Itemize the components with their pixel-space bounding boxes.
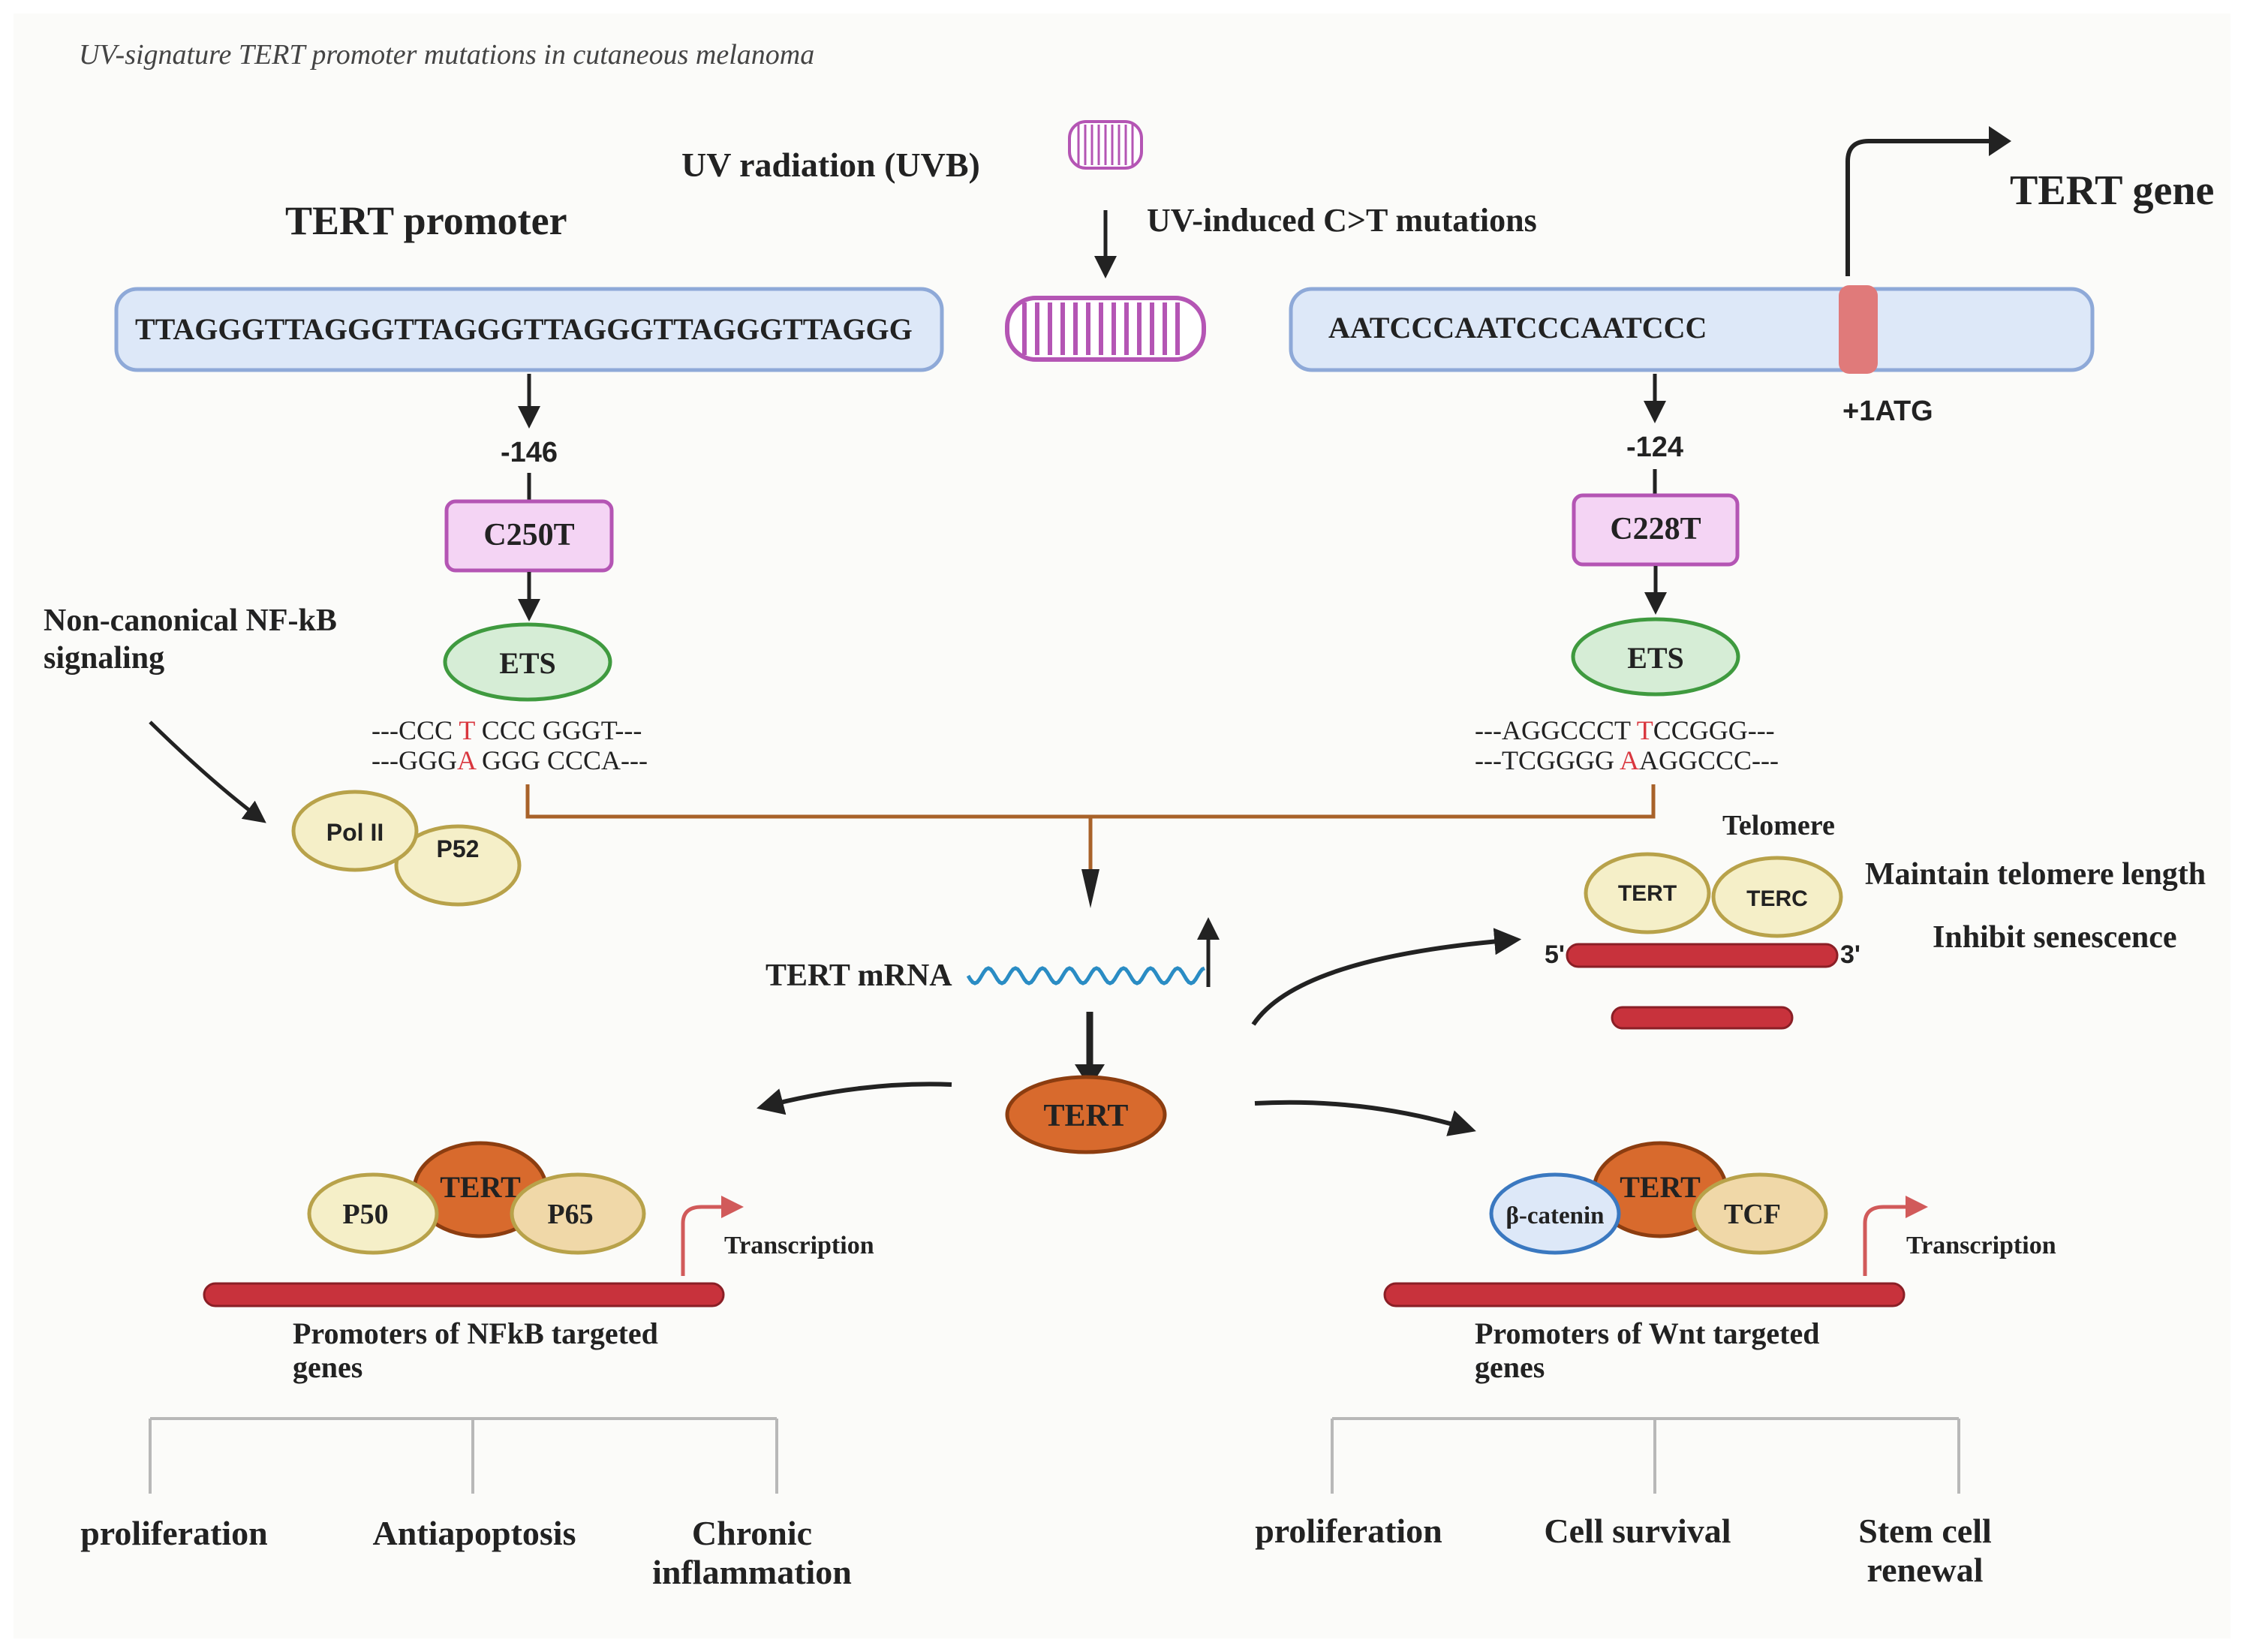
nfkb-outcome-antiapoptosis: Antiapoptosis (373, 1514, 576, 1552)
right-mutation-box (1572, 493, 1740, 567)
five-prime-label: 5' (1545, 940, 1565, 969)
telomere-title: Telomere (1722, 810, 1835, 841)
right-mutation: C228T (1610, 512, 1701, 546)
p52-ellipse (394, 824, 522, 907)
telomere-terc-label: TERC (1746, 886, 1808, 911)
merge-arrowhead (1081, 869, 1099, 908)
telomere-tert (1584, 852, 1711, 934)
arrow-to-telomere (1251, 928, 1522, 1026)
left-seq-top: ---CCC T CCC GGGT--- (371, 715, 642, 745)
mrna-wave (966, 966, 1205, 985)
nfkb-signaling-line1: Non-canonical NF-kB (44, 603, 337, 638)
gene-sequence: AATCCCAATCCCAATCCC (1328, 311, 1707, 345)
nfkb-arrow (149, 721, 266, 823)
arrow-to-nfkb (757, 1082, 952, 1115)
wnt-promoters-line1: Promoters of Wnt targeted (1475, 1316, 1820, 1350)
arrow-to-wnt (1254, 1100, 1476, 1136)
right-seq-top: ---AGGCCCT TCCGGG--- (1475, 715, 1775, 745)
three-prime-label: 3' (1840, 940, 1860, 969)
left-position: -146 (501, 437, 558, 468)
nfkb-promoters-line2: genes (293, 1350, 362, 1384)
uv-mutations-label: UV-induced C>T mutations (1147, 202, 1537, 239)
telomere-effect-1: Maintain telomere length (1865, 857, 2206, 892)
wnt-outcome-cell-survival: Cell survival (1544, 1512, 1731, 1550)
tcf-ellipse (1692, 1172, 1828, 1255)
promoter-sequence-box (114, 287, 944, 372)
promoter-title: TERT promoter (285, 198, 567, 243)
telomere-strand-bottom (1611, 1006, 1794, 1030)
pol2-ellipse (291, 790, 419, 872)
telomere-terc (1711, 856, 1843, 938)
nfkb-transcription-label: Transcription (724, 1232, 874, 1259)
tert-center-label: TERT (1044, 1099, 1129, 1133)
telomere-strand-top (1566, 943, 1839, 968)
left-mutation-box (444, 499, 614, 573)
left-ets (443, 622, 612, 702)
gene-sequence-box (1289, 287, 2095, 372)
nfkb-outcome-inflammation: inflammation (652, 1553, 852, 1591)
figure-subtitle: UV-signature TERT promoter mutations in … (79, 39, 814, 71)
telomere-tert-label: TERT (1618, 881, 1677, 906)
nfkb-tert-label: TERT (440, 1170, 521, 1204)
nfkb-outcome-proliferation: proliferation (80, 1514, 268, 1552)
uv-dna-damage-icon (1005, 296, 1206, 362)
left-mutation: C250T (483, 518, 574, 552)
nfkb-transcription-arrow (681, 1196, 744, 1276)
pol2-label: Pol II (326, 819, 384, 846)
p50-ellipse (307, 1172, 439, 1255)
atg-marker (1839, 285, 1878, 374)
wnt-outcome-proliferation: proliferation (1255, 1512, 1442, 1550)
wnt-promoters-line2: genes (1475, 1350, 1545, 1384)
tert-center (1005, 1075, 1167, 1154)
wnt-outcome-tree (1331, 1417, 1960, 1494)
right-seq-bottom: ---TCGGGG AAGGCCC--- (1475, 745, 1779, 775)
nfkb-signaling-line2: signaling (44, 641, 164, 676)
uv-photon-icon (1068, 120, 1143, 170)
wnt-tert-label: TERT (1620, 1170, 1701, 1204)
p65-label: P65 (547, 1199, 593, 1230)
bcatenin-ellipse (1489, 1172, 1621, 1255)
left-ets-label: ETS (499, 646, 556, 680)
nfkb-promoter-bar (203, 1282, 725, 1307)
wnt-transcription-arrow (1863, 1196, 1928, 1276)
gene-tss-arrow (1845, 139, 1993, 276)
right-ets (1571, 617, 1740, 697)
promoter-sequence: TTAGGGTTAGGGTTAGGGTTAGGGTTAGGGTTAGGG (135, 312, 913, 346)
right-position: -124 (1626, 432, 1683, 463)
left-seq-bottom: ---GGGA GGG CCCA--- (371, 745, 648, 775)
gene-tss-arrowhead (1989, 126, 2011, 156)
tcf-label: TCF (1724, 1199, 1781, 1230)
telomere-effect-2: Inhibit senescence (1933, 920, 2177, 955)
wnt-outcome-stem-cell: Stem cell (1858, 1512, 1992, 1550)
nfkb-outcome-chronic: Chronic (692, 1514, 812, 1552)
mrna-label: TERT mRNA (766, 958, 952, 993)
p52-label: P52 (437, 835, 480, 862)
wnt-promoter-bar (1383, 1282, 1906, 1307)
wnt-outcome-renewal: renewal (1866, 1551, 1983, 1589)
uv-radiation-label: UV radiation (UVB) (681, 146, 980, 184)
p50-label: P50 (342, 1199, 388, 1230)
p65-ellipse (510, 1172, 646, 1255)
atg-label: +1ATG (1842, 396, 1933, 427)
nfkb-outcome-tree (149, 1417, 778, 1494)
nfkb-promoters-line1: Promoters of NFkB targeted (293, 1316, 658, 1350)
wnt-transcription-label: Transcription (1906, 1232, 2056, 1259)
right-ets-label: ETS (1627, 641, 1684, 675)
gene-title: TERT gene (2010, 167, 2214, 214)
bcatenin-label: β-catenin (1506, 1202, 1604, 1229)
